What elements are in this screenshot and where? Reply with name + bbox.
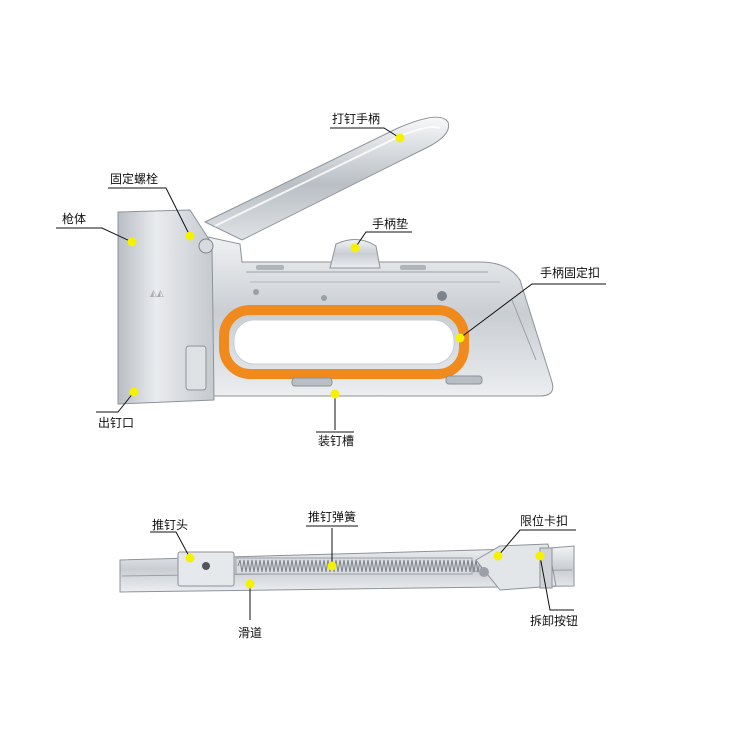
label-pad: 手柄垫: [372, 217, 409, 231]
callout-line-handle: [330, 127, 401, 139]
marker-spring: [327, 561, 337, 571]
callout-line-body: [56, 227, 133, 243]
label-body: 枪体: [62, 212, 87, 226]
label-pusher: 推钉头: [152, 518, 189, 532]
svg-text:◭◭: ◭◭: [150, 289, 164, 299]
marker-magazine: [330, 389, 340, 399]
callout-line-bolt: [108, 187, 191, 237]
label-spring: 推钉弹簧: [308, 510, 357, 524]
lever-handle: [203, 116, 450, 241]
markers: [127, 133, 545, 589]
marker-handle: [395, 133, 405, 143]
callout-line-stop: [497, 529, 576, 557]
label-clasp: 手柄固定扣: [540, 266, 601, 280]
marker-pusher: [185, 553, 195, 563]
callout-line-pad: [354, 231, 412, 249]
label-handle: 打钉手柄: [332, 112, 381, 126]
marker-stop: [493, 551, 503, 561]
marker-bolt: [185, 231, 195, 241]
callout-line-pusher: [150, 531, 191, 559]
callout-line-release: [539, 555, 574, 611]
marker-outlet: [129, 387, 139, 397]
marker-release: [535, 551, 545, 561]
orange-grip: [219, 305, 469, 379]
marker-body: [127, 237, 137, 247]
label-track: 滑道: [238, 626, 263, 640]
label-stop: 限位卡扣: [520, 514, 569, 528]
marker-clasp: [455, 333, 465, 343]
handle-pad: [329, 239, 381, 269]
callout-line-clasp: [459, 283, 606, 339]
label-release: 拆卸按钮: [530, 614, 579, 628]
stapler-gun: ◭◭: [117, 116, 554, 405]
label-outlet: 出钉口: [98, 416, 135, 430]
spring-part: [235, 557, 487, 575]
callout-line-outlet: [96, 391, 135, 413]
label-bolt: 固定螺栓: [110, 172, 159, 186]
magazine-track: [119, 543, 575, 593]
marker-track: [245, 579, 255, 589]
label-magazine: 装钉槽: [318, 434, 355, 448]
marker-pad: [350, 243, 360, 253]
callout-lines: [56, 127, 606, 620]
